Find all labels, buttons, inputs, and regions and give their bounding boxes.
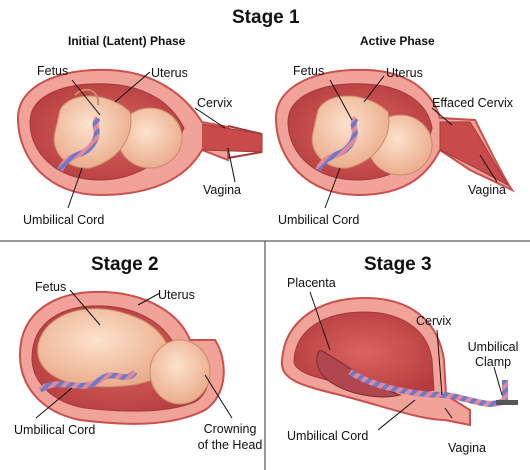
stage1-active-vagina-label: Vagina [468,183,506,197]
stage1-active-uterus-label: Uterus [386,66,423,80]
stage1-latent-uterus-label: Uterus [151,66,188,80]
stage3-title: Stage 3 [364,254,432,275]
stage3-cervix-label: Cervix [416,314,452,328]
stage3-cord-label: Umbilical Cord [287,429,369,443]
stage1-active-phase-title: Active Phase [360,34,435,48]
stage1-active-fetus-label: Fetus [293,64,325,78]
stage1-active-cord-label: Umbilical Cord [278,213,360,227]
stage1-latent-vagina-label: Vagina [203,183,241,197]
stage1-latent-phase-title: Initial (Latent) Phase [68,34,186,48]
stage3-clamp [496,400,518,405]
stage3-clamp-label-1: Umbilical [467,340,519,354]
stage1-latent-fetus [53,88,183,169]
stage1-latent-cord-label: Umbilical Cord [23,213,105,227]
stage2-cord [38,369,138,393]
stage2-crowning-label-2: of the Head [197,438,263,452]
stage2-crowning-label-1: Crowning [203,422,257,436]
stage2-fetus [37,308,211,405]
stage3-placenta-label: Placenta [287,276,336,290]
stage1-latent-cord [57,116,101,172]
stage2-uterus-label: Uterus [158,288,195,302]
stage2-fetus-label: Fetus [35,280,67,294]
stage1-latent-fetus-label: Fetus [37,64,69,78]
leader-lines [35,71,503,431]
stage2-title: Stage 2 [91,254,159,275]
stage1-latent-cervix-label: Cervix [197,96,233,110]
stage3-cord [348,369,508,407]
stage1-active-cord [315,116,359,172]
stage3-vagina-label: Vagina [448,441,486,455]
stage1-title: Stage 1 [232,7,300,28]
stage1-active-fetus [311,95,433,176]
stage2-cord-label: Umbilical Cord [14,423,96,437]
stage3-clamp-label-2: Clamp [474,355,512,369]
stage1-active-cervix-label: Effaced Cervix [432,96,514,110]
